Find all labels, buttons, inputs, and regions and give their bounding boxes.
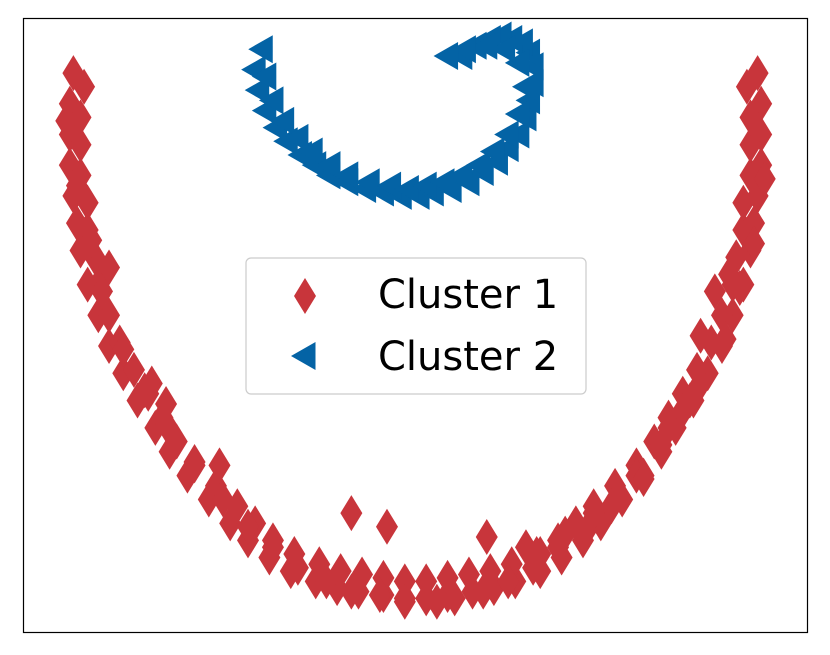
- cluster-1-point: [208, 447, 231, 484]
- cluster-1-point: [457, 556, 480, 593]
- cluster-1-point: [582, 495, 605, 532]
- cluster-2-point: [394, 175, 419, 204]
- cluster-1-point: [443, 580, 466, 617]
- cluster-1-point: [632, 461, 655, 497]
- cluster-1-point: [69, 99, 92, 136]
- cluster-2-point: [355, 168, 380, 197]
- cluster-1-point: [735, 68, 758, 105]
- legend: Cluster 1 Cluster 2: [245, 257, 587, 395]
- cluster-1-point: [122, 351, 145, 388]
- cluster-1-point: [753, 160, 776, 197]
- cluster-2-point: [298, 137, 323, 166]
- cluster-1-point: [600, 488, 623, 525]
- legend-marker-triangle: [291, 342, 316, 370]
- cluster-2-point: [269, 106, 295, 135]
- cluster-1-point: [393, 563, 416, 600]
- cluster-2-point: [465, 151, 491, 180]
- cluster-2-point: [447, 161, 473, 190]
- cluster-2-point: [244, 76, 270, 105]
- cluster-1-point: [55, 102, 78, 139]
- cluster-2-point: [376, 171, 402, 200]
- cluster-2-point: [283, 123, 309, 152]
- cluster-1-point: [732, 184, 755, 221]
- legend-box: [245, 257, 587, 395]
- cluster-1-point: [65, 167, 88, 204]
- cluster-1-point: [69, 126, 92, 163]
- legend-label-cluster-2: Cluster 2: [378, 334, 558, 380]
- cluster-1-point: [340, 573, 363, 610]
- cluster-1-point: [739, 99, 762, 136]
- legend-marker-diamond: [294, 278, 316, 314]
- cluster-1-point: [415, 563, 438, 600]
- cluster-1-point: [112, 331, 135, 368]
- cluster-1-point: [393, 583, 416, 620]
- cluster-2-point: [333, 161, 359, 190]
- cluster-2-point: [258, 86, 284, 115]
- plot-frame: [22, 17, 809, 634]
- cluster-2-point: [511, 72, 537, 101]
- cluster-1-point: [529, 536, 552, 573]
- cluster-1-point: [80, 222, 103, 259]
- cluster-1-point: [219, 505, 242, 542]
- cluster-1-point: [739, 157, 762, 194]
- cluster-1-point: [425, 583, 448, 620]
- cluster-1-point: [73, 68, 96, 105]
- cluster-2-point: [248, 35, 273, 64]
- cluster-1-point: [472, 573, 495, 610]
- cluster-2-point: [451, 35, 476, 64]
- cluster-2-point: [479, 137, 505, 166]
- cluster-2-point: [315, 151, 341, 180]
- cluster-1-point: [714, 321, 737, 358]
- cluster-2-point: [412, 171, 437, 200]
- cluster-1-point: [743, 225, 766, 262]
- cluster-1-point: [375, 508, 398, 545]
- cluster-1-point: [155, 385, 178, 422]
- cluster-1-point: [657, 409, 680, 446]
- cluster-1-point: [286, 549, 309, 586]
- cluster-2-point: [504, 100, 530, 129]
- cluster-1-point: [140, 365, 163, 402]
- cluster-1-point: [718, 256, 741, 293]
- cluster-1-point: [678, 382, 701, 419]
- cluster-1-point: [554, 515, 577, 552]
- cluster-1-point: [368, 576, 391, 613]
- cluster-1-point: [497, 563, 520, 600]
- cluster-1-point: [261, 529, 284, 566]
- cluster-2-point: [472, 31, 498, 60]
- cluster-2-point: [494, 120, 519, 149]
- cluster-1-point: [183, 443, 206, 480]
- cluster-1-point: [739, 126, 762, 163]
- cluster-1-point: [689, 317, 712, 354]
- cluster-1-point: [237, 508, 260, 545]
- cluster-1-point: [315, 563, 338, 600]
- cluster-1-point: [155, 406, 178, 443]
- cluster-1-point: [340, 495, 363, 532]
- cluster-2-point: [504, 48, 530, 77]
- cluster-1-point: [703, 273, 726, 310]
- cluster-2-point: [433, 42, 459, 71]
- cluster-2-point: [251, 62, 277, 91]
- legend-label-cluster-1: Cluster 1: [378, 272, 558, 318]
- cluster-1-point: [98, 249, 121, 286]
- cluster-1-point: [212, 481, 235, 518]
- cluster-2-point: [490, 35, 516, 64]
- cluster-1-point: [475, 518, 498, 555]
- data-points: [55, 21, 776, 620]
